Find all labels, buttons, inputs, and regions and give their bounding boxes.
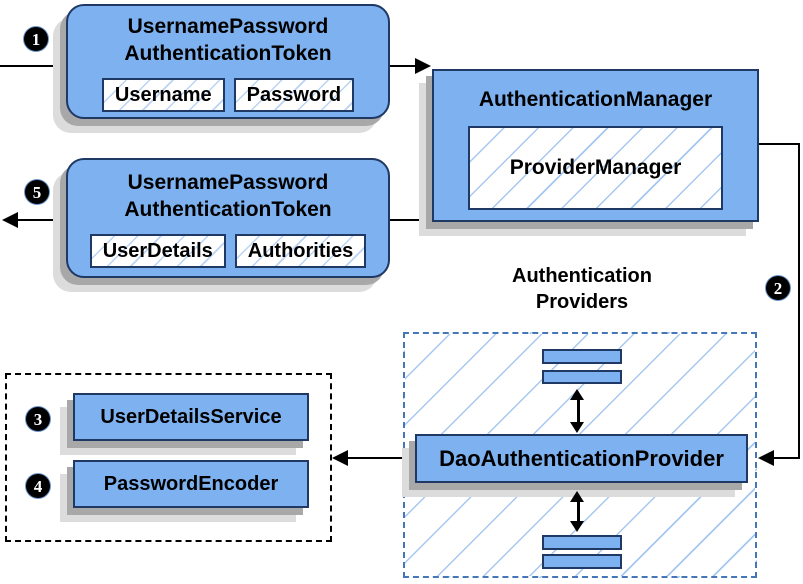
- authorities-field: Authorities: [234, 234, 367, 268]
- password-encoder-box: PasswordEncoder: [73, 460, 309, 508]
- providers-heading-line1: Authentication: [512, 265, 652, 287]
- arrowhead-step2-icon: [758, 450, 774, 466]
- step-5-number: 5: [32, 182, 42, 202]
- bidirectional-arrow-top: [577, 397, 580, 427]
- step-1-number: 1: [31, 29, 41, 49]
- bidirectional-arrow-bottom: [577, 499, 580, 525]
- arrowhead-up-top-icon: [570, 389, 584, 400]
- flow-line-step2-vertical: [798, 143, 800, 459]
- response-token-title: UsernamePassword AuthenticationToken: [68, 169, 388, 223]
- provider-stub-bar-top-1: [542, 349, 622, 364]
- arrowhead-collaborators-icon: [332, 450, 348, 466]
- providers-heading: Authentication Providers: [450, 263, 714, 315]
- response-token-fields: UserDetails Authorities: [68, 234, 388, 268]
- request-token-fields: Username Password: [68, 78, 388, 112]
- request-token-title-line2: AuthenticationToken: [124, 42, 332, 65]
- provider-stub-bar-bottom-2: [542, 554, 622, 569]
- arrowhead-down-top-icon: [570, 422, 584, 433]
- collaborators-container: [5, 373, 332, 542]
- step-4-badge: 4: [26, 474, 50, 498]
- userdetails-field: UserDetails: [89, 234, 226, 268]
- authentication-manager-title: AuthenticationManager: [478, 88, 713, 111]
- step-3-number: 3: [33, 409, 43, 429]
- request-token-title: UsernamePassword AuthenticationToken: [68, 13, 388, 67]
- user-details-service-box: UserDetailsService: [73, 393, 309, 441]
- response-token-box: UsernamePassword AuthenticationToken Use…: [66, 158, 390, 278]
- flow-line-step2-top: [758, 143, 800, 145]
- flow-line-step1-right: [390, 65, 418, 67]
- flow-line-provider-to-collaborators: [348, 457, 415, 459]
- dao-authentication-provider-box: DaoAuthenticationProvider: [415, 434, 748, 483]
- flow-line-step1-left: [0, 65, 68, 67]
- username-field: Username: [101, 78, 225, 112]
- arrowhead-up-bottom-icon: [570, 491, 584, 502]
- provider-manager-box: ProviderManager: [468, 126, 723, 210]
- authentication-manager-box: AuthenticationManager ProviderManager: [432, 69, 759, 222]
- provider-stub-bar-bottom-1: [542, 535, 622, 550]
- flow-line-step5: [16, 219, 66, 221]
- response-token-title-line2: AuthenticationToken: [124, 198, 332, 221]
- flow-line-step2-bottom: [774, 457, 800, 459]
- step-5-badge: 5: [25, 180, 49, 204]
- step-2-badge: 2: [766, 276, 790, 300]
- request-token-title-line1: UsernamePassword: [127, 15, 329, 38]
- flow-line-manager-to-token: [390, 219, 432, 221]
- step-3-badge: 3: [26, 407, 50, 431]
- arrowhead-step5-icon: [2, 212, 18, 228]
- arrowhead-down-bottom-icon: [570, 521, 584, 532]
- providers-heading-line2: Providers: [535, 291, 629, 313]
- arrowhead-step1-icon: [415, 58, 431, 74]
- provider-stub-bar-top-2: [542, 370, 622, 384]
- response-token-title-line1: UsernamePassword: [127, 171, 329, 194]
- step-2-number: 2: [773, 278, 783, 298]
- step-4-number: 4: [33, 476, 43, 496]
- step-1-badge: 1: [24, 27, 48, 51]
- password-field: Password: [233, 78, 355, 112]
- request-token-box: UsernamePassword AuthenticationToken Use…: [66, 4, 390, 119]
